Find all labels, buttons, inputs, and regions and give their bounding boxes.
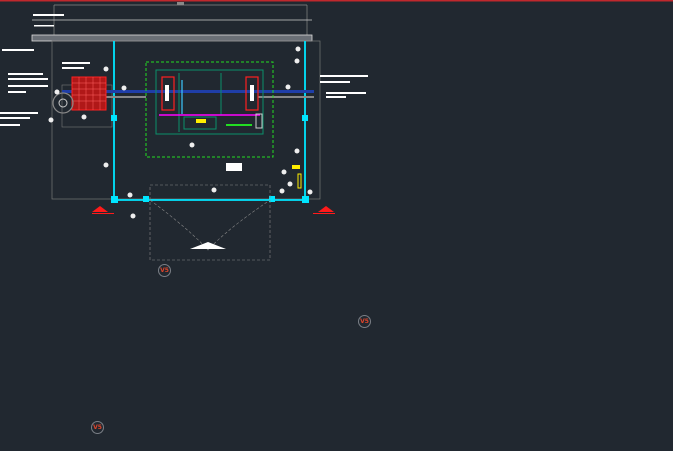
view-tag-2: V5 <box>358 315 371 328</box>
view-tag-1: V5 <box>158 264 171 277</box>
view-tag-3: V5 <box>91 421 104 434</box>
floor-plan-view <box>0 2 368 261</box>
